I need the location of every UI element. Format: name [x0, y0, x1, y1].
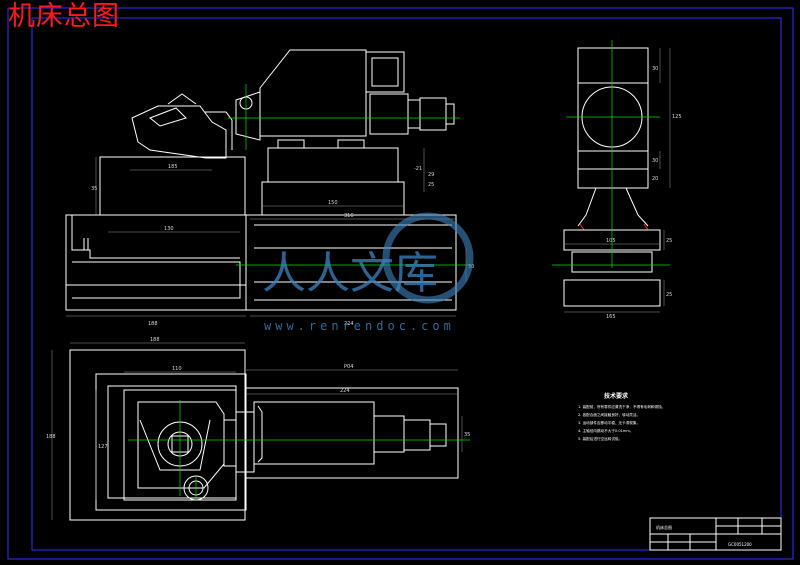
- side-dim-105: 105: [606, 238, 616, 244]
- side-dim-25-b: 25: [666, 292, 672, 298]
- front-dim-150: 150: [328, 200, 338, 206]
- tech-note-1: 1. 装配前，所有零件应清洗干净，不得有毛刺和锈蚀。: [578, 404, 665, 409]
- top-dim-110: 110: [172, 366, 182, 372]
- front-dim-224: 224: [344, 321, 354, 327]
- tech-notes-heading: 技术要求: [604, 392, 629, 400]
- title-block-name: 机床总图: [656, 524, 672, 530]
- outer-border: [7, 7, 794, 560]
- side-view: 30 125 30 20 25 25 105 165: [552, 40, 682, 320]
- title-block-code: GC0051200: [728, 542, 752, 547]
- title-block: 机床总图 GC0051200: [649, 517, 782, 551]
- watermark-url: www.renrendoc.com: [264, 319, 455, 333]
- side-dim-30: 30: [652, 158, 658, 164]
- top-dim-35: 35: [464, 432, 470, 438]
- front-dim-25: 25: [428, 182, 434, 188]
- top-dim-188-vert: 188: [46, 434, 56, 440]
- front-dim-35: 35: [91, 186, 97, 192]
- tech-note-2: 2. 各配合面之间接触良好，转动灵活。: [578, 412, 640, 417]
- front-dim-29: 29: [428, 172, 434, 178]
- front-view: 185 130 150 316 224 188 -21 29 35 25 30: [65, 49, 474, 327]
- tech-note-5: 5. 装配后进行空运转试验。: [578, 436, 622, 441]
- side-dim-20: 20: [652, 176, 658, 182]
- front-dim-316: 316: [344, 213, 354, 219]
- top-view: 188 110 224 P04 188 127 35: [46, 337, 470, 521]
- top-dim-224: 224: [340, 388, 350, 394]
- top-dim-p04: P04: [344, 364, 353, 370]
- tech-note-4: 4. 主轴径向跳动不大于0.01mm。: [578, 428, 634, 433]
- watermark: 人人文库 www.renrendoc.com: [262, 212, 474, 333]
- side-dim-125: 125: [672, 114, 682, 120]
- side-dim-30-top: 30: [652, 66, 658, 72]
- front-dim-130: 130: [164, 226, 174, 232]
- top-dim-188: 188: [150, 337, 160, 343]
- side-dim-25-a: 25: [666, 238, 672, 244]
- front-dim-188: 188: [148, 321, 158, 327]
- front-dim-185: 185: [168, 164, 178, 170]
- top-dim-127: 127: [98, 444, 108, 450]
- inner-border: [31, 17, 782, 551]
- tech-note-3: 3. 运动部件应移动平稳，无卡滞现象。: [578, 420, 640, 425]
- watermark-text: 人人文库: [262, 248, 438, 299]
- technical-requirements: 技术要求 1. 装配前，所有零件应清洗干净，不得有毛刺和锈蚀。 2. 各配合面之…: [578, 392, 665, 441]
- side-dim-165: 165: [606, 314, 616, 320]
- front-dim-21: -21: [414, 166, 422, 172]
- page-title: 机床总图: [8, 1, 120, 32]
